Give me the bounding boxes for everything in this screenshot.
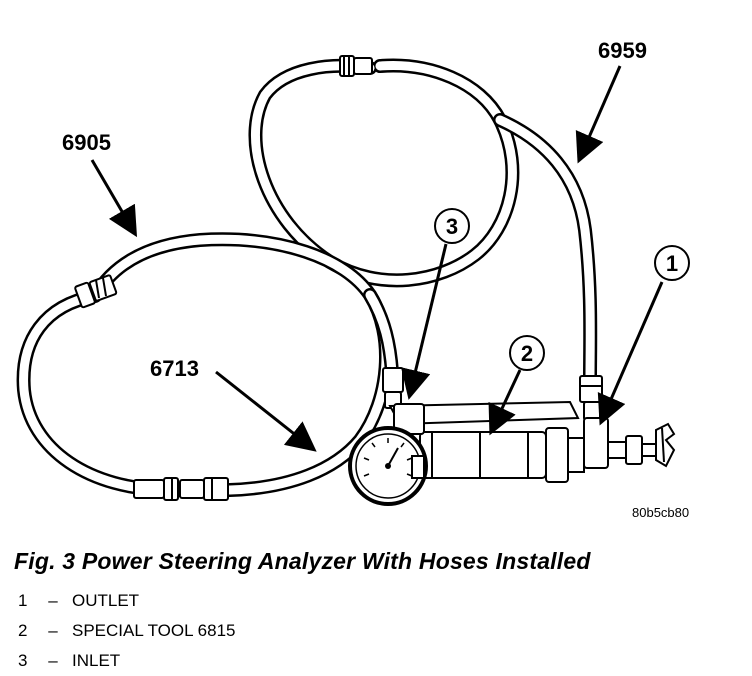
- legend-item-inlet: 3 – INLET: [18, 646, 235, 676]
- figure-code: 80b5cb80: [632, 505, 689, 520]
- diagram: 3 2 1 6905 6959 6713 80b5cb80: [16, 38, 690, 520]
- pressure-gauge: [348, 426, 428, 506]
- arrow-callout-3: [401, 243, 448, 400]
- fitting-6959-end: [339, 55, 373, 77]
- arrow-6905: [90, 159, 138, 238]
- arrow-callout-1: [597, 281, 664, 426]
- leader-arrows: [90, 65, 664, 452]
- legend-text: SPECIAL TOOL 6815: [72, 621, 236, 640]
- analyzer-tool: [388, 400, 676, 483]
- legend-number: 2: [18, 621, 28, 640]
- callout-1: 1: [654, 245, 690, 281]
- legend-number: 3: [18, 651, 28, 670]
- figure-caption: Fig. 3 Power Steering Analyzer With Hose…: [14, 548, 591, 574]
- svg-text:2: 2: [521, 341, 533, 366]
- arrow-6959: [575, 65, 622, 164]
- fitting-6713-mid: [133, 477, 229, 501]
- legend-dash: –: [48, 591, 58, 610]
- label-6905: 6905: [62, 130, 111, 155]
- legend-text: INLET: [72, 651, 121, 670]
- arrow-6713: [215, 370, 317, 452]
- legend-number: 1: [18, 591, 28, 610]
- legend-item-outlet: 1 – OUTLET: [18, 586, 235, 616]
- label-6713: 6713: [150, 356, 199, 381]
- arrow-callout-2: [488, 369, 522, 436]
- hose-6959: [248, 58, 598, 385]
- svg-text:1: 1: [666, 251, 678, 276]
- legend-dash: –: [48, 651, 58, 670]
- svg-text:3: 3: [446, 214, 458, 239]
- fitting-inlet: [382, 367, 404, 409]
- callout-3: 3: [434, 208, 470, 244]
- fitting-6905-end: [74, 274, 118, 309]
- legend: 1 – OUTLET 2 – SPECIAL TOOL 6815 3 – INL…: [18, 586, 235, 676]
- callout-2: 2: [509, 335, 545, 371]
- label-6959: 6959: [598, 38, 647, 63]
- legend-item-special-tool: 2 – SPECIAL TOOL 6815: [18, 616, 235, 646]
- legend-text: OUTLET: [72, 591, 140, 610]
- hose-6905: [16, 232, 399, 497]
- legend-dash: –: [48, 621, 58, 640]
- fitting-6959-outlet: [579, 375, 603, 421]
